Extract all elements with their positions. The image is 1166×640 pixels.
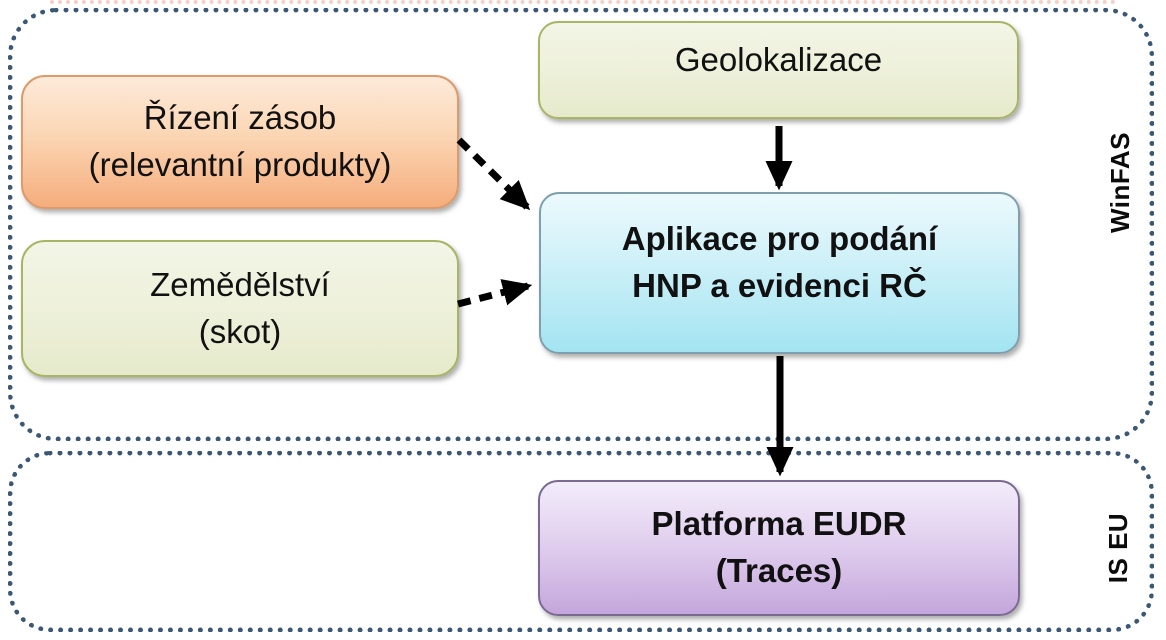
winfas-group-frame [8, 8, 1154, 441]
node-zemedelstvi-line1: Zemědělství [150, 265, 330, 303]
node-zemedelstvi: Zemědělství (skot) [21, 240, 459, 377]
node-zemedelstvi-line2: (skot) [198, 312, 282, 350]
node-geolokalizace: Geolokalizace [538, 21, 1019, 119]
node-geolokalizace-line1: Geolokalizace [674, 40, 883, 78]
node-rizeni-zasob-line2: (relevantní produkty) [88, 146, 392, 183]
node-rizeni-zasob: Řízení zásob (relevantní produkty) [21, 75, 459, 209]
node-platforma-eudr: Platforma EUDR (Traces) [538, 480, 1020, 616]
iseu-group-label: IS EU [1103, 512, 1133, 584]
node-rizeni-zasob-line1: Řízení zásob [143, 99, 337, 137]
top-edge-dotted-artifact [50, 0, 1116, 4]
node-platforma-eudr-line2: (Traces) [715, 552, 843, 589]
node-platforma-eudr-line1: Platforma EUDR [651, 505, 907, 543]
node-aplikace-hnp-line1: Aplikace pro podání [621, 220, 938, 258]
node-aplikace-hnp: Aplikace pro podání HNP a evidenci RČ [539, 192, 1020, 354]
node-aplikace-hnp-line2: HNP a evidenci RČ [632, 267, 927, 304]
winfas-group-label: WinFAS [1105, 132, 1135, 233]
iseu-group-frame [8, 451, 1154, 632]
